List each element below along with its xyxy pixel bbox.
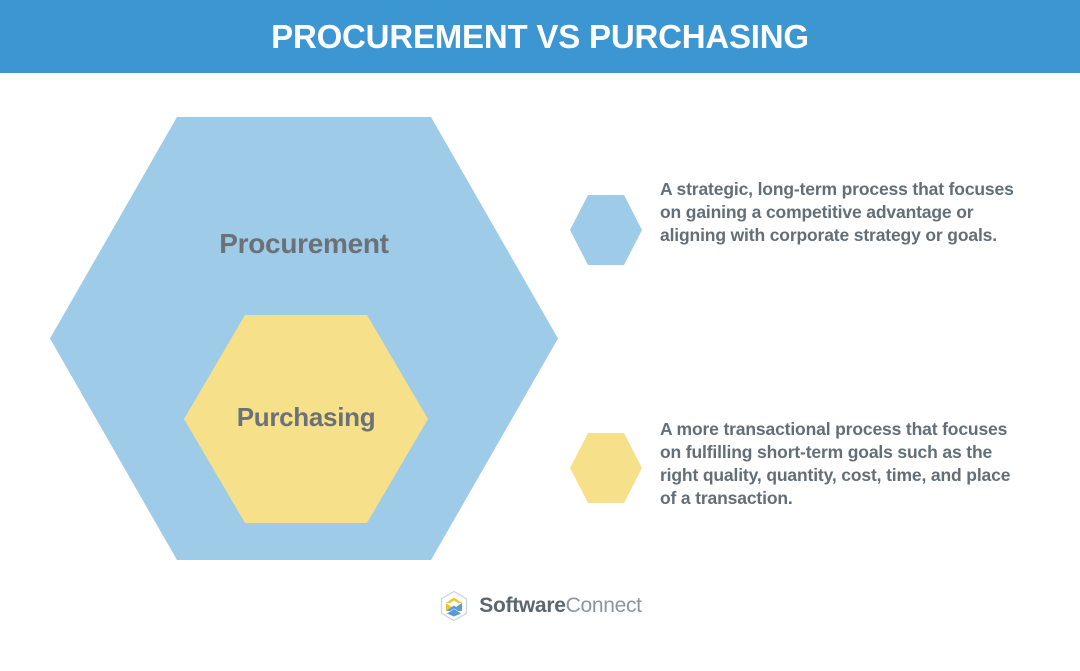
legend-item-description: A strategic, long-term process that focu…	[660, 179, 1014, 245]
inner-hexagon-label: Purchasing	[236, 402, 376, 432]
hexagon-swoosh-logo-icon	[438, 590, 470, 622]
footer-branding: SoftwareConnect	[0, 590, 1080, 622]
page-title: PROCUREMENT VS PURCHASING	[271, 17, 809, 55]
legend-item-purchasing: A more transactional process that focuse…	[570, 418, 1020, 510]
legend-item-description: A more transactional process that focuse…	[660, 419, 1011, 508]
brand-name-light: Connect	[565, 594, 642, 617]
header-bar	[0, 0, 1080, 73]
brand-name-bold: Software	[479, 594, 566, 617]
brand-wordmark: SoftwareConnect	[479, 594, 642, 618]
outer-hexagon-label: Procurement	[219, 228, 389, 259]
hexagon-swatch-icon	[570, 433, 642, 503]
legend-item-procurement: A strategic, long-term process that focu…	[570, 178, 1020, 265]
hexagon-swatch-icon	[570, 195, 642, 265]
